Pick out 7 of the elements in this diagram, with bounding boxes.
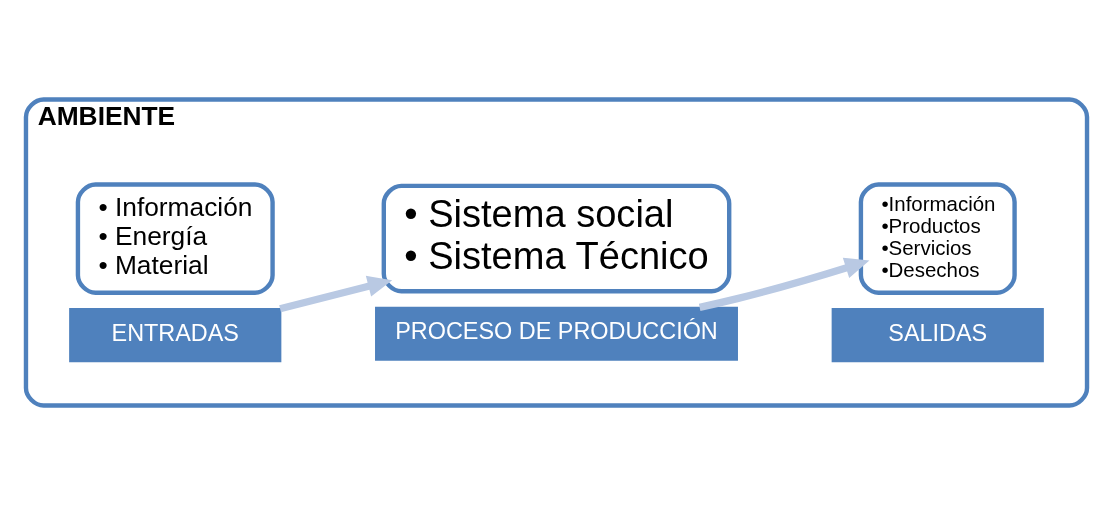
node-box: PROCESO DE PRODUCCIÓN	[375, 306, 738, 361]
node-box: •Información •Productos •Servicios •Desechos	[858, 182, 1017, 295]
arrow	[279, 275, 393, 313]
node-box: • Información • Energía • Material	[75, 182, 275, 295]
node-box: ENTRADAS	[69, 308, 282, 363]
node-box: SALIDAS	[831, 308, 1044, 363]
node-box: • Sistema social • Sistema Técnico	[381, 183, 732, 294]
